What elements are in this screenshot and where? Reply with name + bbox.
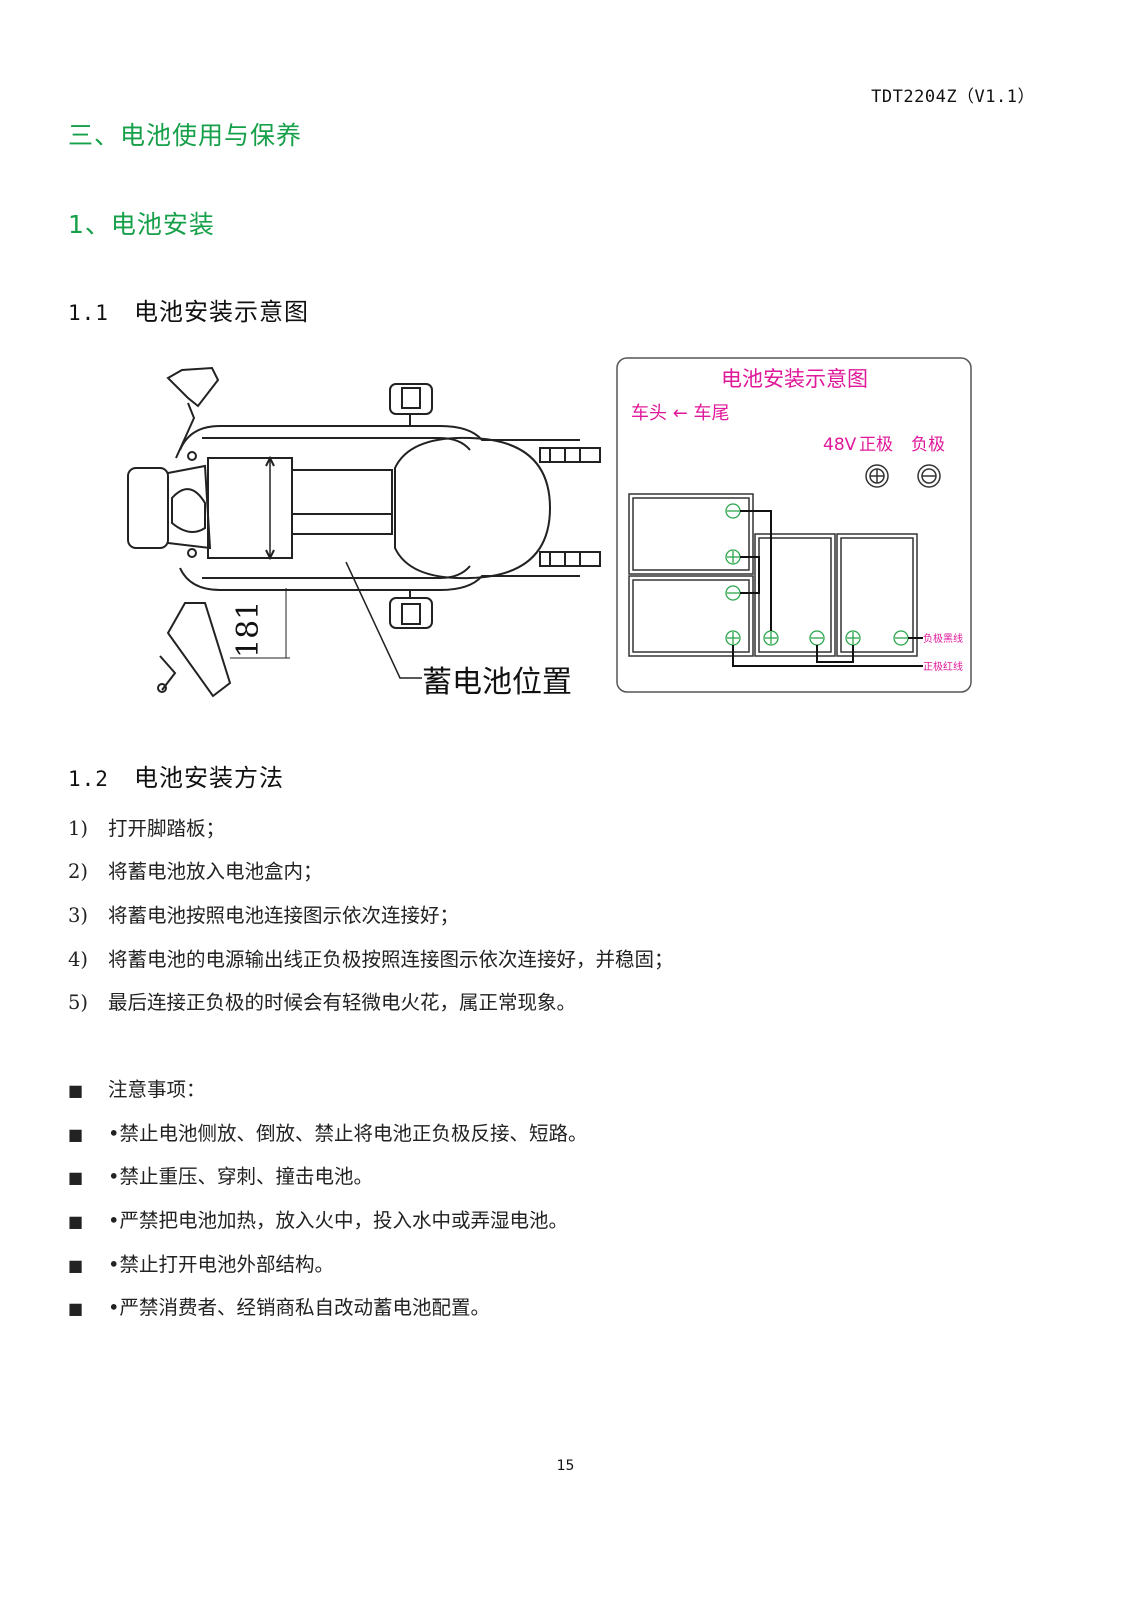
- positive-label: 正极: [859, 435, 893, 455]
- negative-label: 负极: [911, 435, 945, 455]
- note-item: ■•严禁消费者、经销商私自改动蓄电池配置。: [68, 1296, 491, 1319]
- note-item: ■•严禁把电池加热，放入火中，投入水中或弄湿电池。: [68, 1209, 569, 1232]
- step-item: 2)将蓄电池放入电池盒内；: [68, 860, 323, 883]
- note-item: ■•禁止电池侧放、倒放、禁止将电池正负极反接、短路。: [68, 1122, 588, 1145]
- diagram-title: 电池安装示意图: [721, 367, 868, 391]
- heading-number: 1.2: [68, 767, 109, 791]
- document-code: TDT2204Z（V1.1）: [871, 87, 1035, 107]
- positive-wire-label: 正极红线: [923, 660, 963, 673]
- step-item: 5)最后连接正负极的时候会有轻微电火花，属正常现象。: [68, 991, 577, 1014]
- battery-wiring-diagram: 电池安装示意图 车头 ← 车尾 48V 正极 负极 负极黑线 正极红线: [616, 357, 972, 693]
- heading-title: 电池安装方法: [134, 764, 284, 792]
- heading-1-1: 1.1 电池安装示意图: [68, 292, 309, 327]
- negative-wire-label: 负极黑线: [923, 632, 963, 645]
- dimension-label: 181: [231, 601, 266, 658]
- voltage-label: 48V: [823, 435, 857, 455]
- figure-caption: 蓄电池位置: [422, 665, 572, 700]
- direction-label: 车头 ← 车尾: [631, 403, 730, 424]
- heading-1-2: 1.2 电池安装方法: [68, 758, 284, 793]
- battery-box-front: [207, 457, 293, 559]
- headlight: [127, 467, 169, 549]
- note-item: ■•禁止重压、穿刺、撞击电池。: [68, 1165, 374, 1188]
- main-positive-terminal: [865, 464, 889, 488]
- step-item: 4)将蓄电池的电源输出线正负极按照连接图示依次连接好，并稳固；: [68, 948, 674, 971]
- section-heading: 三、电池使用与保养: [68, 121, 303, 150]
- page-number: 15: [556, 1458, 575, 1474]
- heading-title: 电池安装示意图: [134, 298, 309, 326]
- handle-grip-bottom: [166, 602, 232, 698]
- handle-grip-top: [166, 366, 220, 408]
- seat: [394, 436, 552, 580]
- subsection-heading: 1、电池安装: [68, 210, 215, 239]
- note-item: ■注意事项：: [68, 1078, 206, 1101]
- diagram-frame: [616, 357, 972, 693]
- scooter-topview-diagram: 181 蓄电池位置: [127, 366, 601, 700]
- step-item: 3)将蓄电池按照电池连接图示依次连接好；: [68, 904, 460, 927]
- heading-number: 1.1: [68, 301, 109, 325]
- note-item: ■•禁止打开电池外部结构。: [68, 1253, 335, 1276]
- step-item: 1)打开脚踏板；: [68, 817, 226, 840]
- main-negative-terminal: [917, 464, 941, 488]
- battery-box-rear: [291, 469, 393, 535]
